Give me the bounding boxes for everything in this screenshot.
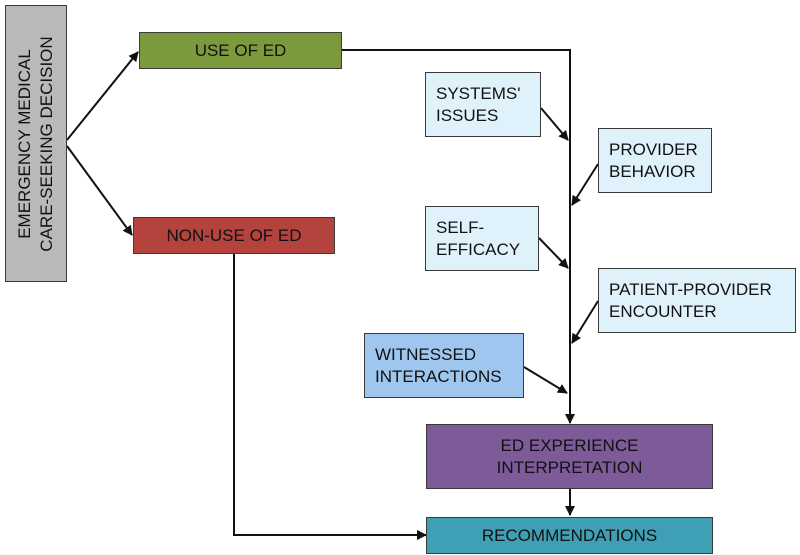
decision-node: EMERGENCY MEDICAL CARE-SEEKING DECISION bbox=[5, 5, 67, 282]
self-efficacy-node: SELF- EFFICACY bbox=[425, 206, 539, 271]
witnessed-interactions-label: WITNESSED INTERACTIONS bbox=[375, 345, 502, 386]
arrow-systems-issues bbox=[540, 107, 569, 141]
arrow-nonuse-to-recommendations bbox=[233, 254, 427, 540]
recommendations-label: RECOMMENDATIONS bbox=[481, 525, 658, 545]
non-use-of-ed-label: NON-USE OF ED bbox=[166, 225, 302, 245]
use-of-ed-node: USE OF ED bbox=[139, 32, 342, 69]
recommendations-node: RECOMMENDATIONS bbox=[426, 517, 713, 554]
patient-provider-encounter-node: PATIENT-PROVIDER ENCOUNTER bbox=[598, 268, 796, 333]
decision-label: EMERGENCY MEDICAL CARE-SEEKING DECISION bbox=[14, 35, 56, 252]
witnessed-interactions-node: WITNESSED INTERACTIONS bbox=[364, 333, 524, 398]
provider-behavior-node: PROVIDER BEHAVIOR bbox=[598, 128, 712, 193]
use-of-ed-label: USE OF ED bbox=[194, 40, 287, 60]
ed-experience-interpretation-label: ED EXPERIENCE INTERPRETATION bbox=[496, 436, 643, 477]
arrow-provider-behavior bbox=[571, 163, 599, 206]
provider-behavior-label: PROVIDER BEHAVIOR bbox=[609, 140, 698, 181]
self-efficacy-label: SELF- EFFICACY bbox=[436, 218, 521, 259]
arrow-self-efficacy bbox=[538, 237, 569, 269]
systems-issues-node: SYSTEMS' ISSUES bbox=[425, 72, 541, 137]
systems-issues-label: SYSTEMS' ISSUES bbox=[436, 84, 521, 125]
arrow-decision-to-nonuse bbox=[66, 145, 133, 236]
arrow-witnessed-interactions bbox=[523, 366, 568, 394]
patient-provider-encounter-label: PATIENT-PROVIDER ENCOUNTER bbox=[609, 280, 772, 321]
ed-experience-interpretation-node: ED EXPERIENCE INTERPRETATION bbox=[426, 424, 713, 489]
arrow-decision-to-use bbox=[66, 51, 139, 141]
arrow-patient-provider bbox=[571, 300, 599, 344]
arrow-use-to-experience bbox=[342, 49, 575, 424]
non-use-of-ed-node: NON-USE OF ED bbox=[133, 217, 335, 254]
